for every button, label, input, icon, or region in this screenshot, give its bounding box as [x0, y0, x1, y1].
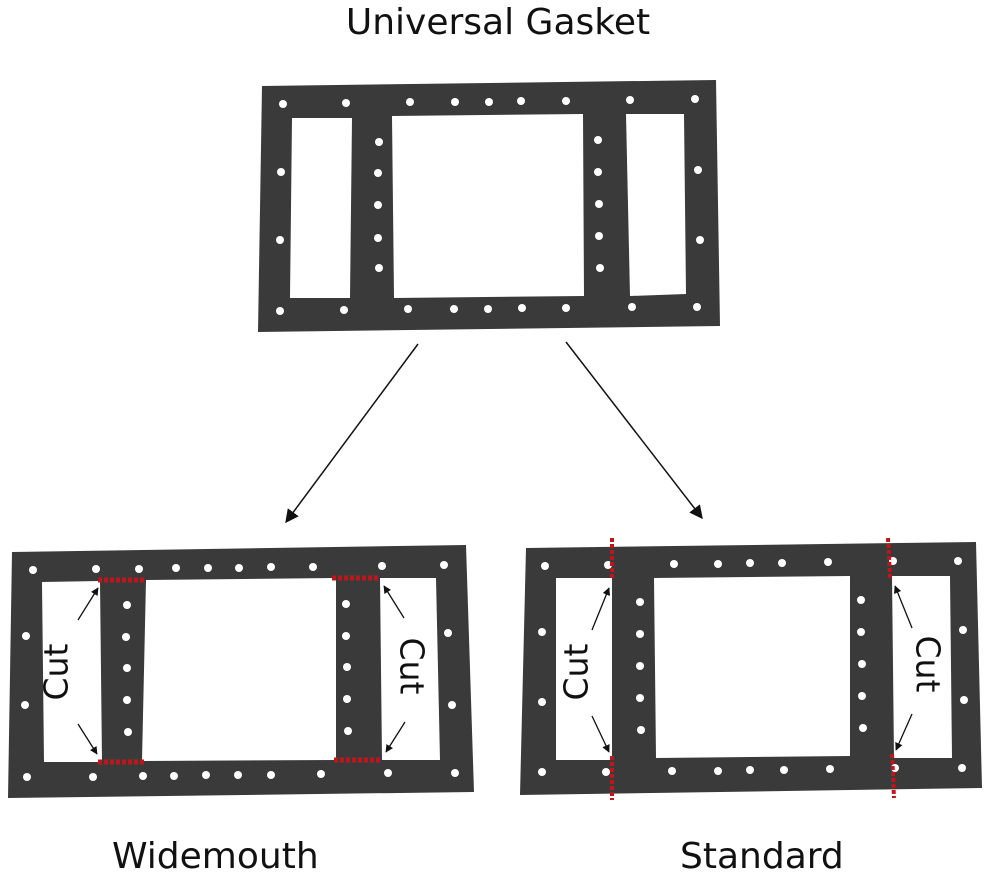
standard-gasket-holes — [538, 557, 968, 776]
widemouth-gasket: Cut Cut — [8, 545, 474, 798]
widemouth-cut-arrows — [77, 585, 406, 755]
standard-cut-arrows — [591, 585, 913, 753]
arrow-to-standard — [565, 341, 703, 520]
universal-gasket-title: Universal Gasket — [345, 2, 651, 43]
universal-gasket-body — [258, 80, 720, 332]
standard-title: Standard — [680, 836, 844, 877]
standard-cut-label-left: Cut — [557, 643, 596, 700]
arrow-to-widemouth — [285, 343, 419, 524]
universal-gasket — [258, 80, 720, 332]
standard-cut-lines — [610, 537, 896, 800]
widemouth-cut-label-left: Cut — [37, 643, 76, 700]
standard-cut-label-right: Cut — [909, 636, 948, 693]
widemouth-cut-lines — [98, 575, 382, 765]
universal-gasket-holes — [276, 95, 704, 315]
widemouth-gasket-holes — [21, 561, 459, 781]
standard-gasket-body — [520, 542, 982, 795]
widemouth-title: Widemouth — [112, 836, 319, 877]
standard-gasket: Cut Cut — [520, 537, 982, 800]
widemouth-gasket-body — [8, 545, 474, 798]
widemouth-cut-label-right: Cut — [393, 638, 432, 695]
